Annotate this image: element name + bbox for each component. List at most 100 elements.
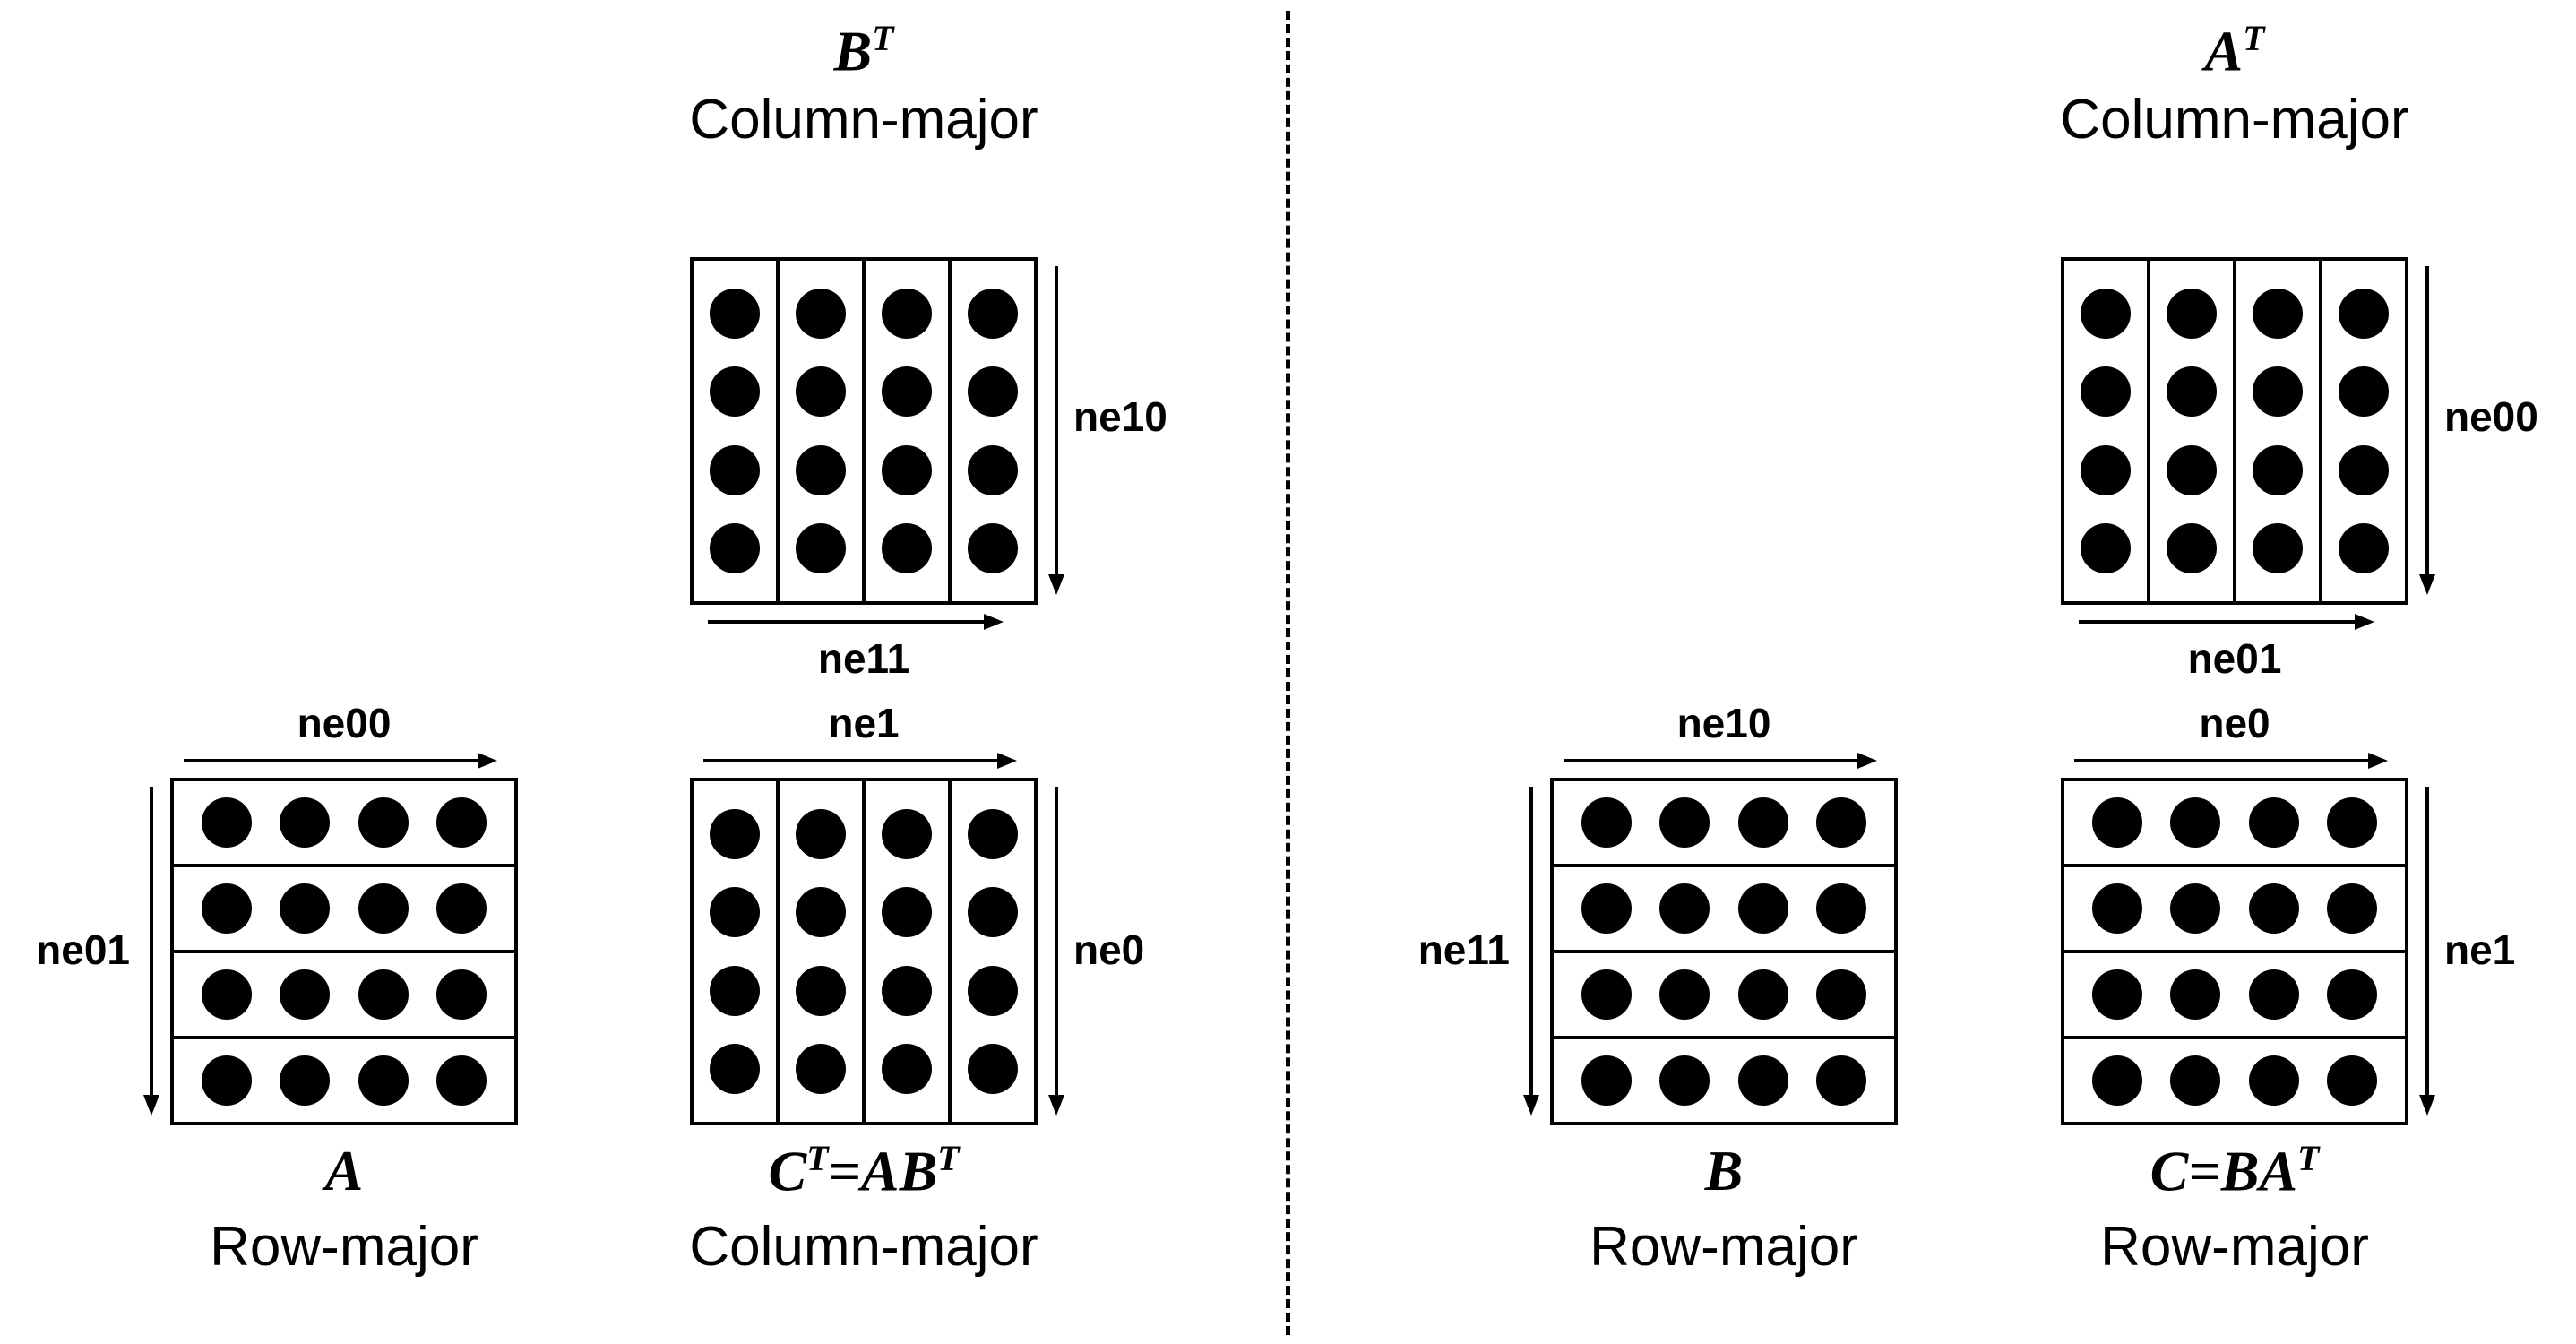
matrix-dot [358, 797, 409, 848]
bt-layout-label: Column-major [689, 89, 1038, 151]
b-down-arrow-icon [1523, 787, 1539, 1116]
matrix-dot [882, 809, 932, 860]
c-axis-ne0: ne0 [2199, 700, 2270, 746]
matrix-dot [1737, 883, 1788, 934]
matrix-dot [2248, 969, 2299, 1020]
matrix-dot [202, 883, 253, 934]
matrix-dot [2081, 444, 2131, 495]
bt-matrix [690, 257, 1038, 605]
matrix-dot [2081, 522, 2131, 573]
matrix-dot [710, 1043, 760, 1094]
b-matrix [1550, 778, 1898, 1125]
matrix-dot [2339, 522, 2389, 573]
ct-axis-ne0: ne0 [1073, 926, 1145, 973]
matrix-dot [796, 887, 846, 938]
matrix-dot [882, 522, 932, 573]
matrix-column [2064, 261, 2150, 601]
matrix-dot [1815, 797, 1866, 848]
matrix-dot [710, 444, 760, 495]
matrix-row [1554, 781, 1894, 867]
matrix-dot [2170, 797, 2221, 848]
matrix-row [2064, 781, 2405, 867]
matrix-dot [2092, 1055, 2143, 1106]
matrix-dot [2253, 522, 2303, 573]
matrix-dot [2167, 444, 2217, 495]
matrix-dot [2092, 969, 2143, 1020]
a-layout-label: Row-major [210, 1216, 478, 1278]
matrix-dot [358, 969, 409, 1020]
matrix-dot [2167, 522, 2217, 573]
matrix-column [866, 781, 952, 1122]
matrix-dot [2248, 797, 2299, 848]
matrix-dot [1659, 969, 1710, 1020]
matrix-dot [2339, 444, 2389, 495]
c-down-arrow-icon [2419, 787, 2435, 1116]
matrix-row [1554, 1039, 1894, 1122]
matrix-dot [796, 965, 846, 1016]
matrix-dot [882, 887, 932, 938]
matrix-dot [710, 366, 760, 418]
matrix-dot [435, 969, 487, 1020]
matrix-dot [1815, 883, 1866, 934]
matrix-dot [1581, 797, 1633, 848]
matrix-dot [280, 969, 331, 1020]
bt-axis-ne10: ne10 [1073, 393, 1167, 440]
ct-axis-ne1: ne1 [828, 700, 900, 746]
matrix-row [174, 953, 514, 1039]
b-right-arrow-icon [1564, 753, 1877, 769]
matrix-dot [968, 965, 1018, 1016]
matrix-dot [710, 965, 760, 1016]
matrix-dot [2170, 883, 2221, 934]
matrix-dot [2253, 289, 2303, 340]
at-layout-label: Column-major [2060, 89, 2409, 151]
ct-matrix [690, 778, 1038, 1125]
matrix-column [780, 781, 866, 1122]
panel-divider [1286, 11, 1290, 1335]
matrix-row [174, 781, 514, 867]
matrix-dot [1737, 1055, 1788, 1106]
c-title: C=BAT [2150, 1139, 2320, 1203]
matrix-dot [796, 289, 846, 340]
matrix-dot [882, 1043, 932, 1094]
matrix-dot [796, 444, 846, 495]
matrix-dot [2253, 366, 2303, 418]
matrix-dot [796, 366, 846, 418]
bt-axis-ne11: ne11 [817, 635, 910, 682]
at-title: AT [2204, 19, 2265, 83]
matrix-dot [882, 965, 932, 1016]
matrix-dot [358, 883, 409, 934]
matrix-column [952, 261, 1034, 601]
matrix-dot [1659, 797, 1710, 848]
matrix-dot [2326, 883, 2377, 934]
matrix-column [694, 261, 780, 601]
matrix-dot [710, 809, 760, 860]
a-title: A [324, 1139, 364, 1202]
at-right-arrow-icon [2079, 614, 2374, 630]
matrix-dot [2170, 969, 2221, 1020]
at-down-arrow-icon [2419, 266, 2435, 595]
matrix-dot [968, 809, 1018, 860]
matrix-dot [2248, 883, 2299, 934]
c-right-arrow-icon [2074, 753, 2388, 769]
matrix-dot [202, 969, 253, 1020]
ct-right-arrow-icon [703, 753, 1017, 769]
matrix-dot [1581, 969, 1633, 1020]
matrix-dot [202, 797, 253, 848]
matrix-dot [2326, 1055, 2377, 1106]
matrix-dot [2253, 444, 2303, 495]
bt-title: BT [833, 19, 894, 83]
matrix-column [866, 261, 952, 601]
at-axis-ne00: ne00 [2444, 393, 2538, 440]
matrix-dot [2170, 1055, 2221, 1106]
matrix-column [2236, 261, 2322, 601]
matrix-dot [968, 366, 1018, 418]
matrix-dot [358, 1055, 409, 1106]
matrix-dot [2081, 366, 2131, 418]
matrix-row [174, 1039, 514, 1122]
matrix-dot [1815, 1055, 1866, 1106]
a-down-arrow-icon [143, 787, 159, 1116]
matrix-row [2064, 867, 2405, 953]
matrix-dot [202, 1055, 253, 1106]
matrix-row [2064, 953, 2405, 1039]
matrix-dot [968, 887, 1018, 938]
